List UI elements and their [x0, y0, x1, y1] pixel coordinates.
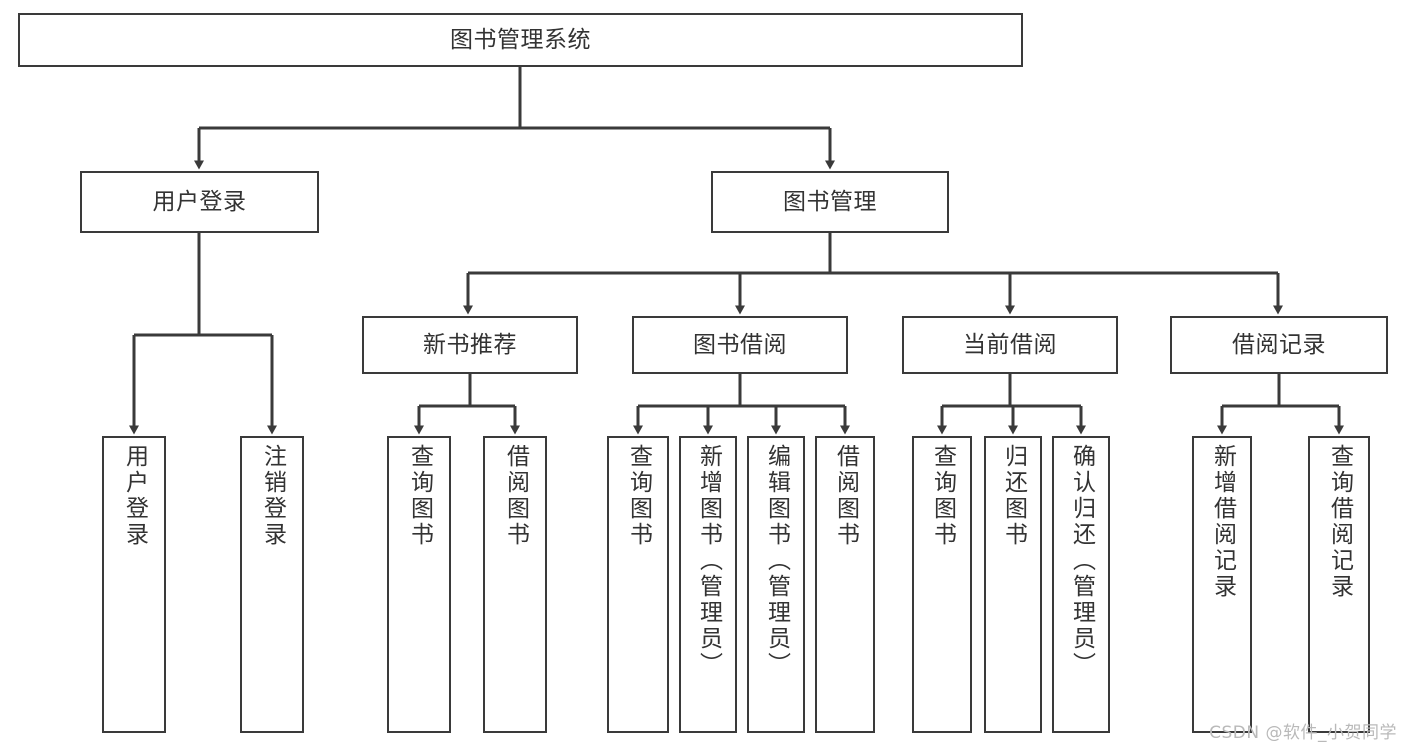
node-leaf-confirm-return-label: 确认归还（管理员）	[1068, 444, 1095, 678]
node-new-book-recommend-label: 新书推荐	[423, 331, 517, 358]
node-leaf-query-book-recommend[interactable]: 查询图书	[387, 436, 451, 733]
node-root[interactable]: 图书管理系统	[18, 13, 1023, 67]
node-leaf-user-login[interactable]: 用户登录	[102, 436, 166, 733]
node-user-login-label: 用户登录	[152, 188, 247, 215]
node-leaf-add-book-label: 新增图书（管理员）	[695, 444, 722, 678]
node-leaf-return-book-label: 归还图书	[1000, 444, 1027, 548]
node-current-borrow[interactable]: 当前借阅	[902, 316, 1118, 374]
node-borrow-record-label: 借阅记录	[1232, 331, 1326, 358]
node-leaf-query-book-current[interactable]: 查询图书	[912, 436, 972, 733]
node-leaf-query-book-borrow-label: 查询图书	[625, 444, 652, 548]
node-leaf-add-borrow-record-label: 新增借阅记录	[1209, 444, 1236, 600]
node-leaf-return-book[interactable]: 归还图书	[984, 436, 1042, 733]
node-borrow-record[interactable]: 借阅记录	[1170, 316, 1388, 374]
node-leaf-logout[interactable]: 注销登录	[240, 436, 304, 733]
node-root-label: 图书管理系统	[450, 26, 591, 53]
node-leaf-borrow-book-recommend-label: 借阅图书	[502, 444, 529, 548]
node-new-book-recommend[interactable]: 新书推荐	[362, 316, 578, 374]
node-leaf-edit-book-label: 编辑图书（管理员）	[763, 444, 790, 678]
node-leaf-query-book-borrow[interactable]: 查询图书	[607, 436, 669, 733]
node-leaf-user-login-label: 用户登录	[121, 444, 148, 548]
node-leaf-borrow-book-label: 借阅图书	[832, 444, 859, 548]
node-leaf-query-book-recommend-label: 查询图书	[406, 444, 433, 548]
csdn-watermark: CSDN @软件_小贺同学	[1209, 723, 1397, 743]
node-book-management[interactable]: 图书管理	[711, 171, 949, 233]
node-book-borrow[interactable]: 图书借阅	[632, 316, 848, 374]
node-current-borrow-label: 当前借阅	[963, 331, 1057, 358]
node-leaf-query-borrow-record[interactable]: 查询借阅记录	[1308, 436, 1370, 733]
node-book-management-label: 图书管理	[783, 188, 877, 215]
node-leaf-borrow-book[interactable]: 借阅图书	[815, 436, 875, 733]
node-leaf-add-borrow-record[interactable]: 新增借阅记录	[1192, 436, 1252, 733]
node-leaf-add-book[interactable]: 新增图书（管理员）	[679, 436, 737, 733]
node-user-login[interactable]: 用户登录	[80, 171, 319, 233]
node-book-borrow-label: 图书借阅	[693, 331, 787, 358]
node-leaf-logout-label: 注销登录	[259, 444, 286, 548]
node-leaf-query-borrow-record-label: 查询借阅记录	[1326, 444, 1353, 600]
node-leaf-confirm-return[interactable]: 确认归还（管理员）	[1052, 436, 1110, 733]
node-leaf-query-book-current-label: 查询图书	[929, 444, 956, 548]
node-leaf-borrow-book-recommend[interactable]: 借阅图书	[483, 436, 547, 733]
node-leaf-edit-book[interactable]: 编辑图书（管理员）	[747, 436, 805, 733]
